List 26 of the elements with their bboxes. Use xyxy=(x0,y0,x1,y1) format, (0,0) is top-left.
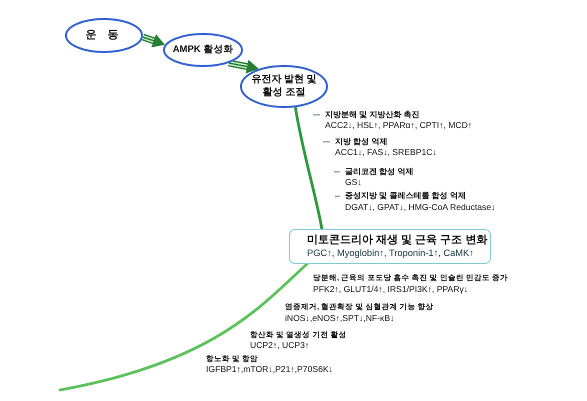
step-ellipse: 운 동 xyxy=(65,18,143,53)
effect-heading: 지방분해 및 지방산화 촉진 xyxy=(325,110,420,120)
effect-heading: 중성지방 및 콜레스테롤 합성 억제 xyxy=(345,191,466,202)
gene-list: iNOS↓,eNOS↑,SPT↓,NF-κB↓ xyxy=(285,312,394,323)
arrow xyxy=(142,34,166,48)
leader-line xyxy=(323,141,330,142)
step-ellipse: 유전자 발현 및 활성 조절 xyxy=(240,65,328,108)
effect-heading: 지방 합성 억제 xyxy=(335,136,388,147)
step-ellipse: AMPK 활성화 xyxy=(163,33,243,67)
section-heading: 미토콘드리아 재생 및 근육 구조 변화 xyxy=(307,234,488,248)
gene-list: PGC↑, Myoglobin↑, Troponin-1↑, CaMK↑ xyxy=(307,248,474,259)
leader-line xyxy=(335,196,340,197)
leader-line xyxy=(334,171,340,172)
arrow xyxy=(228,60,260,74)
effect-heading: 글리코겐 합성 억제 xyxy=(345,166,414,177)
gene-list: IGFBP1↑,mTOR↓,P21↑,P70S6K↓ xyxy=(206,364,333,374)
gene-list: DGAT↓, GPAT↓, HMG-CoA Reductase↓ xyxy=(345,202,496,212)
gene-list: UCP2↑, UCP3↑ xyxy=(250,340,310,350)
flow-curve xyxy=(58,262,308,392)
gene-list: GS↓ xyxy=(345,177,362,188)
gene-list: ACC2↓, HSL↑, PPARα↑, CPTI↑, MCD↑ xyxy=(325,120,472,130)
leader-line xyxy=(313,114,320,116)
process-box xyxy=(289,229,491,264)
flow-curve xyxy=(294,106,324,230)
gene-list: ACC1↓, FAS↓, SREBP1C↓ xyxy=(335,147,437,158)
gene-list: PFK2↑, GLUT1/4↑, IRS1/PI3K↑, PPARγ↓ xyxy=(313,284,468,294)
